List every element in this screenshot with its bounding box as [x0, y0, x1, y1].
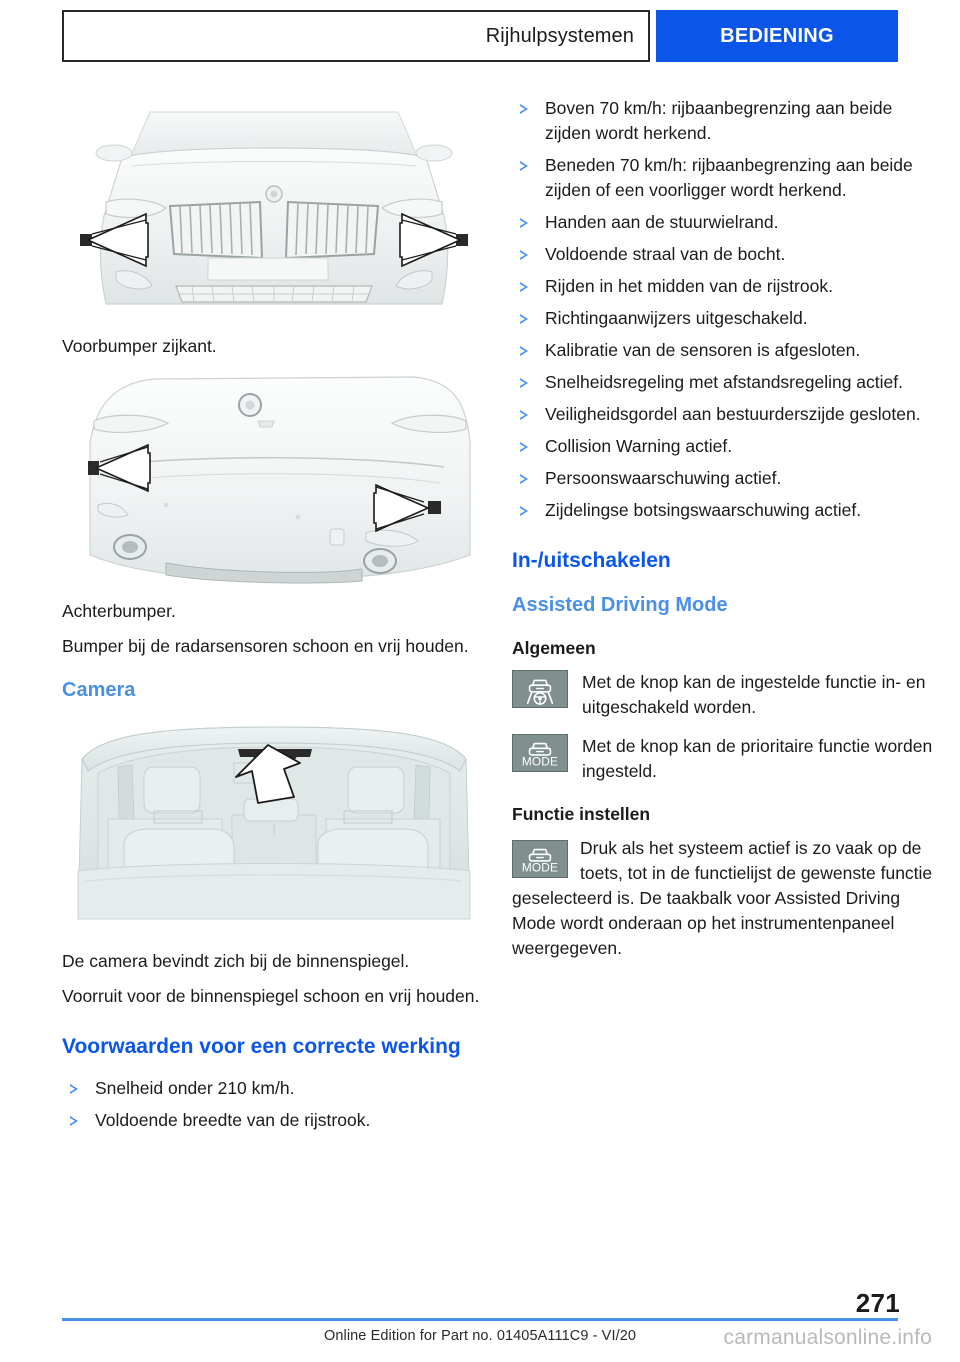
conditions-heading: Voorwaarden voor een correcte werking — [62, 1035, 461, 1058]
condition-label: Snelheidsregeling met afstandsregeling a… — [545, 372, 903, 392]
camera-illustration — [62, 719, 486, 941]
bullet-triangle-icon — [520, 442, 528, 452]
condition-label: Kalibratie van de sensoren is afgesloten… — [545, 340, 861, 360]
condition-item: Richtingaanwijzers uitgeschakeld. — [512, 306, 936, 331]
condition-item: Beneden 70 km/h: rijbaanbegrenzing aan b… — [512, 153, 936, 203]
condition-item: Snelheid onder 210 km/h. — [62, 1076, 486, 1101]
set-function-heading: Functie instellen — [512, 804, 651, 824]
condition-item: Collision Warning actief. — [512, 434, 936, 459]
assisted-driving-mode-heading: Assisted Driving Mode — [512, 594, 728, 616]
rear-bumper-illustration — [62, 369, 486, 591]
condition-label: Snelheid onder 210 km/h. — [95, 1078, 295, 1098]
header-section-box: BEDIENING — [656, 10, 898, 62]
condition-label: Rijden in het midden van de rijstrook. — [545, 276, 833, 296]
condition-item: Voldoende straal van de bocht. — [512, 242, 936, 267]
bullet-triangle-icon — [520, 314, 528, 324]
header-chapter-label: Rijhulpsystemen — [485, 24, 634, 47]
bullet-triangle-icon — [70, 1084, 78, 1094]
bullet-triangle-icon — [520, 218, 528, 228]
watermark: carmanualsonline.info — [723, 1326, 932, 1349]
page-number: 271 — [855, 1288, 900, 1318]
svg-text:MODE: MODE — [522, 860, 558, 874]
rear-bumper-note: Bumper bij de radarsensoren schoon en vr… — [62, 636, 469, 656]
condition-label: Veiligheidsgordel aan bestuurderszijde g… — [545, 404, 921, 424]
condition-label: Persoonswaarschuwing actief. — [545, 468, 782, 488]
general-heading: Algemeen — [512, 638, 596, 658]
condition-item: Persoonswaarschuwing actief. — [512, 466, 936, 491]
mode-button-icon: MODE — [512, 734, 568, 772]
camera-note: Voorruit voor de binnenspiegel schoon en… — [62, 986, 480, 1006]
condition-label: Handen aan de stuurwielrand. — [545, 212, 779, 232]
condition-item: Boven 70 km/h: rijbaanbegrenzing aan bei… — [512, 96, 936, 146]
right-column: Boven 70 km/h: rijbaanbegrenzing aan bei… — [512, 96, 936, 961]
set-function-block: MODE Druk als het systeem actief is zo v… — [512, 836, 936, 961]
bullet-triangle-icon — [520, 506, 528, 516]
left-column: Voorbumper zijkant. — [62, 96, 486, 1140]
front-bumper-illustration — [62, 96, 486, 326]
mode-button-icon: MODE — [512, 840, 568, 878]
bullet-triangle-icon — [70, 1116, 78, 1126]
general-item-text: Met de knop kan de ingestelde functie in… — [582, 672, 926, 717]
bullet-triangle-icon — [520, 104, 528, 114]
header-chapter-box: Rijhulpsystemen — [62, 10, 650, 62]
rear-bumper-caption: Achterbumper. — [62, 601, 176, 621]
page-header: Rijhulpsystemen BEDIENING — [62, 10, 898, 62]
svg-text:MODE: MODE — [522, 754, 558, 768]
condition-item: Veiligheidsgordel aan bestuurderszijde g… — [512, 402, 936, 427]
onoff-heading: In-/uitschakelen — [512, 549, 671, 572]
footer-rule — [62, 1318, 898, 1321]
bullet-triangle-icon — [520, 378, 528, 388]
condition-label: Voldoende breedte van de rijstrook. — [95, 1110, 371, 1130]
condition-item: Zijdelingse botsingswaarschuwing actief. — [512, 498, 936, 523]
condition-label: Zijdelingse botsingswaarschuwing actief. — [545, 500, 862, 520]
conditions-list-right: Boven 70 km/h: rijbaanbegrenzing aan bei… — [512, 96, 936, 523]
header-section-label: BEDIENING — [720, 24, 834, 47]
bullet-triangle-icon — [520, 346, 528, 356]
condition-item: Voldoende breedte van de rijstrook. — [62, 1108, 486, 1133]
condition-label: Beneden 70 km/h: rijbaanbegrenzing aan b… — [545, 155, 913, 200]
condition-label: Voldoende straal van de bocht. — [545, 244, 786, 264]
condition-label: Boven 70 km/h: rijbaanbegrenzing aan bei… — [545, 98, 893, 143]
bullet-triangle-icon — [520, 410, 528, 420]
conditions-list-left: Snelheid onder 210 km/h. Voldoende breedt… — [62, 1076, 486, 1133]
set-function-text: Druk als het systeem actief is zo vaak o… — [512, 838, 933, 958]
bullet-triangle-icon — [520, 161, 528, 171]
front-bumper-caption: Voorbumper zijkant. — [62, 336, 217, 356]
general-item-text: Met de knop kan de prioritaire functie w… — [582, 736, 933, 781]
condition-item: Rijden in het midden van de rijstrook. — [512, 274, 936, 299]
assisted-driving-button-icon — [512, 670, 568, 708]
bullet-triangle-icon — [520, 282, 528, 292]
condition-item: Handen aan de stuurwielrand. — [512, 210, 936, 235]
condition-item: Snelheidsregeling met afstandsregeling a… — [512, 370, 936, 395]
condition-label: Richtingaanwijzers uitgeschakeld. — [545, 308, 808, 328]
camera-caption: De camera bevindt zich bij de binnenspie… — [62, 951, 410, 971]
bullet-triangle-icon — [520, 250, 528, 260]
bullet-triangle-icon — [520, 474, 528, 484]
footer-note: Online Edition for Part no. 01405A111C9 … — [323, 1328, 637, 1344]
general-item-row: Met de knop kan de ingestelde functie in… — [512, 670, 936, 720]
condition-item: Kalibratie van de sensoren is afgesloten… — [512, 338, 936, 363]
camera-heading: Camera — [62, 679, 136, 701]
condition-label: Collision Warning actief. — [545, 436, 733, 456]
general-item-row: MODE Met de knop kan de prioritaire func… — [512, 734, 936, 784]
